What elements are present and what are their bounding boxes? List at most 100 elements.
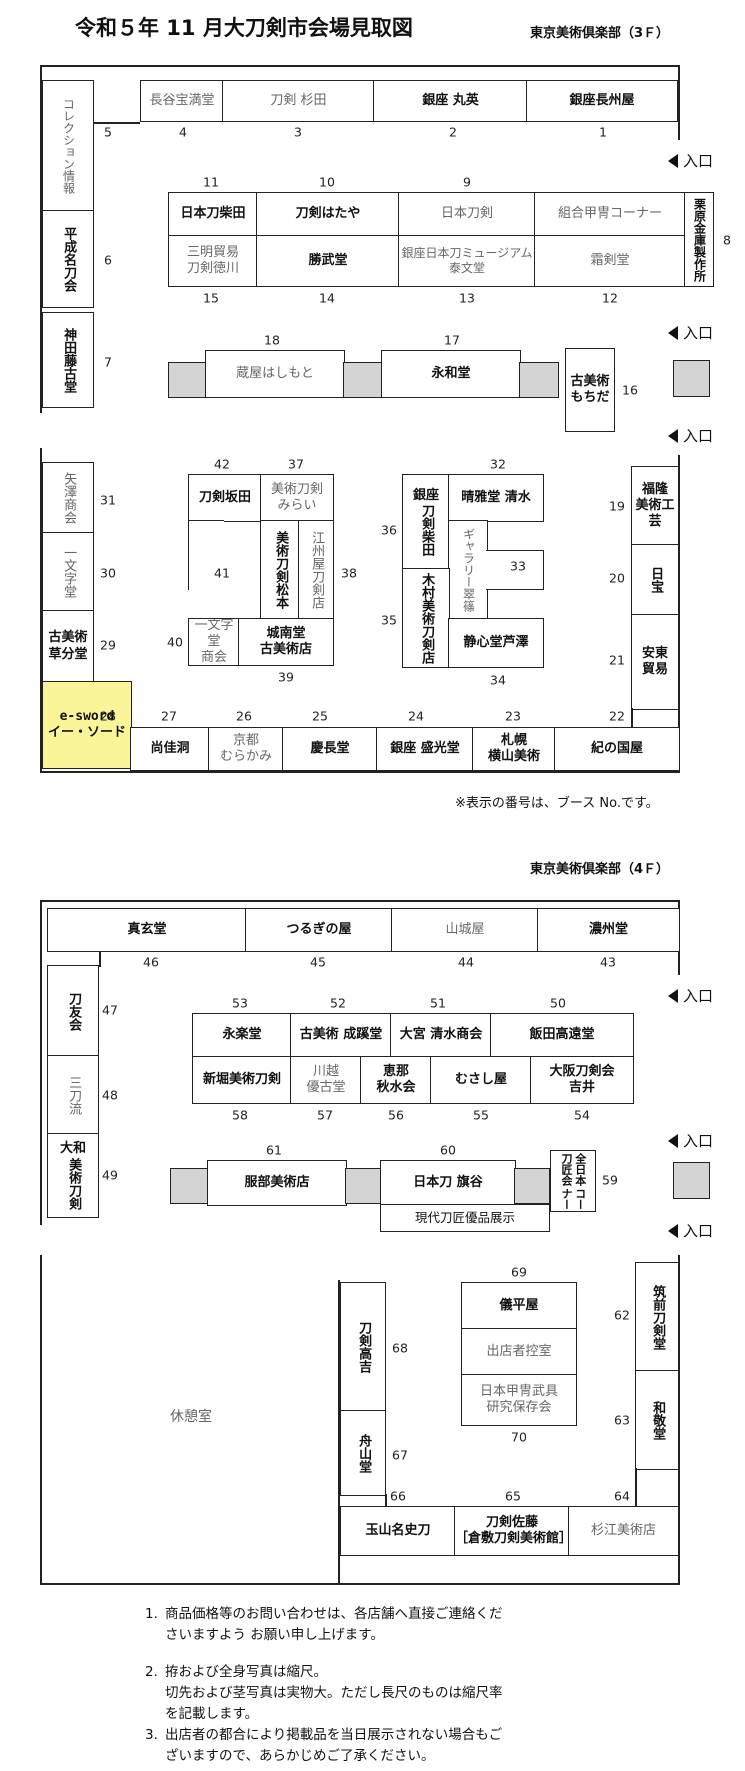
booth-38[interactable]: 江州屋刀剣店 <box>298 520 334 620</box>
booth-17[interactable]: 永和堂 <box>381 350 521 398</box>
booth-10[interactable]: 刀剣はたや <box>256 192 400 237</box>
booth-45[interactable]: つるぎの屋 <box>245 908 393 952</box>
booth-24[interactable]: 銀座 盛光堂 <box>376 727 474 771</box>
booth-no-19: 19 <box>609 498 625 514</box>
booth-30[interactable]: 一文字堂 <box>42 532 94 612</box>
booth-no-49: 49 <box>102 1167 118 1183</box>
booth-8[interactable]: 栗原金庫製作所 <box>684 192 714 287</box>
booth-69[interactable]: 儀平屋 <box>461 1282 577 1330</box>
booth-21[interactable]: 安東貿易 <box>631 614 679 710</box>
booth-no-14: 14 <box>319 290 335 306</box>
booth-34[interactable]: 静心堂芦澤 <box>448 618 544 668</box>
booth-14[interactable]: 勝武堂 <box>256 235 400 287</box>
booth-no-27: 27 <box>161 708 177 724</box>
booth-53[interactable]: 永楽堂 <box>192 1013 292 1058</box>
booth-55[interactable]: むさし屋 <box>430 1056 532 1104</box>
booth-32[interactable]: 晴雅堂 清水 <box>448 474 544 522</box>
booth-58[interactable]: 新堀美術刀剣 <box>192 1056 292 1104</box>
booth-11[interactable]: 日本刀柴田 <box>168 192 258 237</box>
booth-52[interactable]: 古美術 成蹊堂 <box>290 1013 392 1058</box>
booth-57[interactable]: 川越優古堂 <box>290 1056 362 1104</box>
floor3-wall-right-top <box>678 65 680 140</box>
floor3-wall-bottom <box>40 771 680 773</box>
pillar-right <box>514 1168 550 1204</box>
booth-4[interactable]: 長谷宝満堂 <box>140 80 224 122</box>
booth-19[interactable]: 福隆美術工芸 <box>631 466 679 546</box>
booth-no-7: 7 <box>104 354 112 370</box>
booth-41-frame <box>188 520 224 590</box>
booth-62[interactable]: 筑前刀剣堂 <box>635 1262 679 1372</box>
booth-12[interactable]: 霜剣堂 <box>534 235 686 287</box>
booth-39[interactable]: 城南堂古美術店 <box>238 618 334 666</box>
booth-18[interactable]: 蔵屋はしもと <box>205 350 345 398</box>
booth-48[interactable]: 三刀流 <box>47 1055 99 1135</box>
booth-no-65: 65 <box>505 1488 521 1504</box>
booth-43[interactable]: 濃州堂 <box>537 908 680 952</box>
booth-36[interactable]: 銀座刀剣柴田 <box>402 474 450 570</box>
booth-9[interactable]: 日本刀剣 <box>398 192 536 237</box>
booth-15[interactable]: 三明貿易刀剣徳川 <box>168 235 258 287</box>
booth-64[interactable]: 杉江美術店 <box>568 1506 679 1556</box>
floor3-wall-divider <box>40 446 680 447</box>
booth-49[interactable]: 大和美術刀剣 <box>47 1133 99 1218</box>
booth-47[interactable]: 刀友会 <box>47 965 99 1057</box>
booth-13[interactable]: 銀座日本刀ミュージアム泰文堂 <box>398 235 536 287</box>
floor3-label: 東京美術倶楽部（3Ｆ） <box>530 26 670 41</box>
booth-no-9: 9 <box>463 174 471 190</box>
floor3-entrance-1: 入口 <box>668 150 713 171</box>
booth-50[interactable]: 飯田高遠堂 <box>490 1013 634 1058</box>
booth-56[interactable]: 恵那秋水会 <box>360 1056 432 1104</box>
booth-6[interactable]: 平成名刀会 <box>42 210 94 308</box>
booth-25[interactable]: 慶長堂 <box>282 727 378 771</box>
booth-no-16: 16 <box>622 382 638 398</box>
booth-2[interactable]: 銀座 丸英 <box>373 80 528 122</box>
booth-37[interactable]: 美術刀剣みらい <box>260 474 334 522</box>
booth-59[interactable]: 全日本刀匠会コーナー <box>550 1150 596 1212</box>
booth-no-5: 5 <box>104 124 112 140</box>
booth-7[interactable]: 神田藤古堂 <box>42 312 94 408</box>
booth-54[interactable]: 大阪刀剣会吉井 <box>530 1056 634 1104</box>
booth-12-top[interactable]: 組合甲冑コーナー <box>534 192 686 237</box>
booth-no-58: 58 <box>232 1107 248 1123</box>
floor3-wall-left <box>40 65 42 413</box>
booth-no-36: 36 <box>381 522 397 538</box>
booth-42[interactable]: 刀剣坂田 <box>188 474 262 522</box>
booth-31[interactable]: 矢澤商会 <box>42 462 94 534</box>
booth-40[interactable]: 一文字堂商会 <box>188 618 240 666</box>
arrow-left-icon <box>668 325 678 340</box>
booth-no-56: 56 <box>388 1107 404 1123</box>
booth-no-12: 12 <box>602 290 618 306</box>
booth-46[interactable]: 真玄堂 <box>47 908 247 952</box>
booth-29[interactable]: 古美術草分堂 <box>42 610 94 683</box>
booth-35[interactable]: 木村美術刀剣店 <box>402 568 450 668</box>
booth-67[interactable]: 舟山堂 <box>340 1410 386 1496</box>
booth-61[interactable]: 服部美術店 <box>207 1160 347 1206</box>
booth-1[interactable]: 銀座長州屋 <box>526 80 678 122</box>
booth-no-23: 23 <box>505 708 521 724</box>
booth-33[interactable]: ギャラリー翠篠 <box>448 520 488 620</box>
booth-60-sub[interactable]: 現代刀匠優品展示 <box>380 1204 550 1232</box>
booth-5[interactable]: コレクション情報 <box>42 80 94 212</box>
booth-27[interactable]: 尚佳洞 <box>130 727 210 771</box>
booth-63[interactable]: 和敬堂 <box>635 1370 679 1470</box>
booth-no-25: 25 <box>312 708 328 724</box>
booth-22[interactable]: 紀の国屋 <box>554 727 680 771</box>
booth-41[interactable]: 美術刀剣松本 <box>260 520 300 620</box>
booth-no-15: 15 <box>203 290 219 306</box>
booth-no-57: 57 <box>317 1107 333 1123</box>
booth-3[interactable]: 刀剣 杉田 <box>222 80 375 122</box>
booth-26[interactable]: 京都むらかみ <box>208 727 284 771</box>
pillar-left <box>168 362 208 398</box>
booth-20[interactable]: 日宝 <box>631 544 679 616</box>
booth-44[interactable]: 山城屋 <box>391 908 539 952</box>
booth-16[interactable]: 古美術もちだ <box>565 348 615 432</box>
booth-no-22: 22 <box>609 708 625 724</box>
booth-65[interactable]: 刀剣佐藤［倉敷刀剣美術館］ <box>454 1506 570 1556</box>
booth-68[interactable]: 刀剣高吉 <box>340 1282 386 1412</box>
booth-23[interactable]: 札幌横山美術 <box>472 727 556 771</box>
booth-70[interactable]: 日本甲冑武具研究保存会 <box>461 1374 577 1426</box>
booth-60[interactable]: 日本刀 旗谷 <box>380 1160 516 1206</box>
booth-66[interactable]: 玉山名史刀 <box>340 1506 456 1556</box>
booth-51[interactable]: 大宮 清水商会 <box>390 1013 492 1058</box>
